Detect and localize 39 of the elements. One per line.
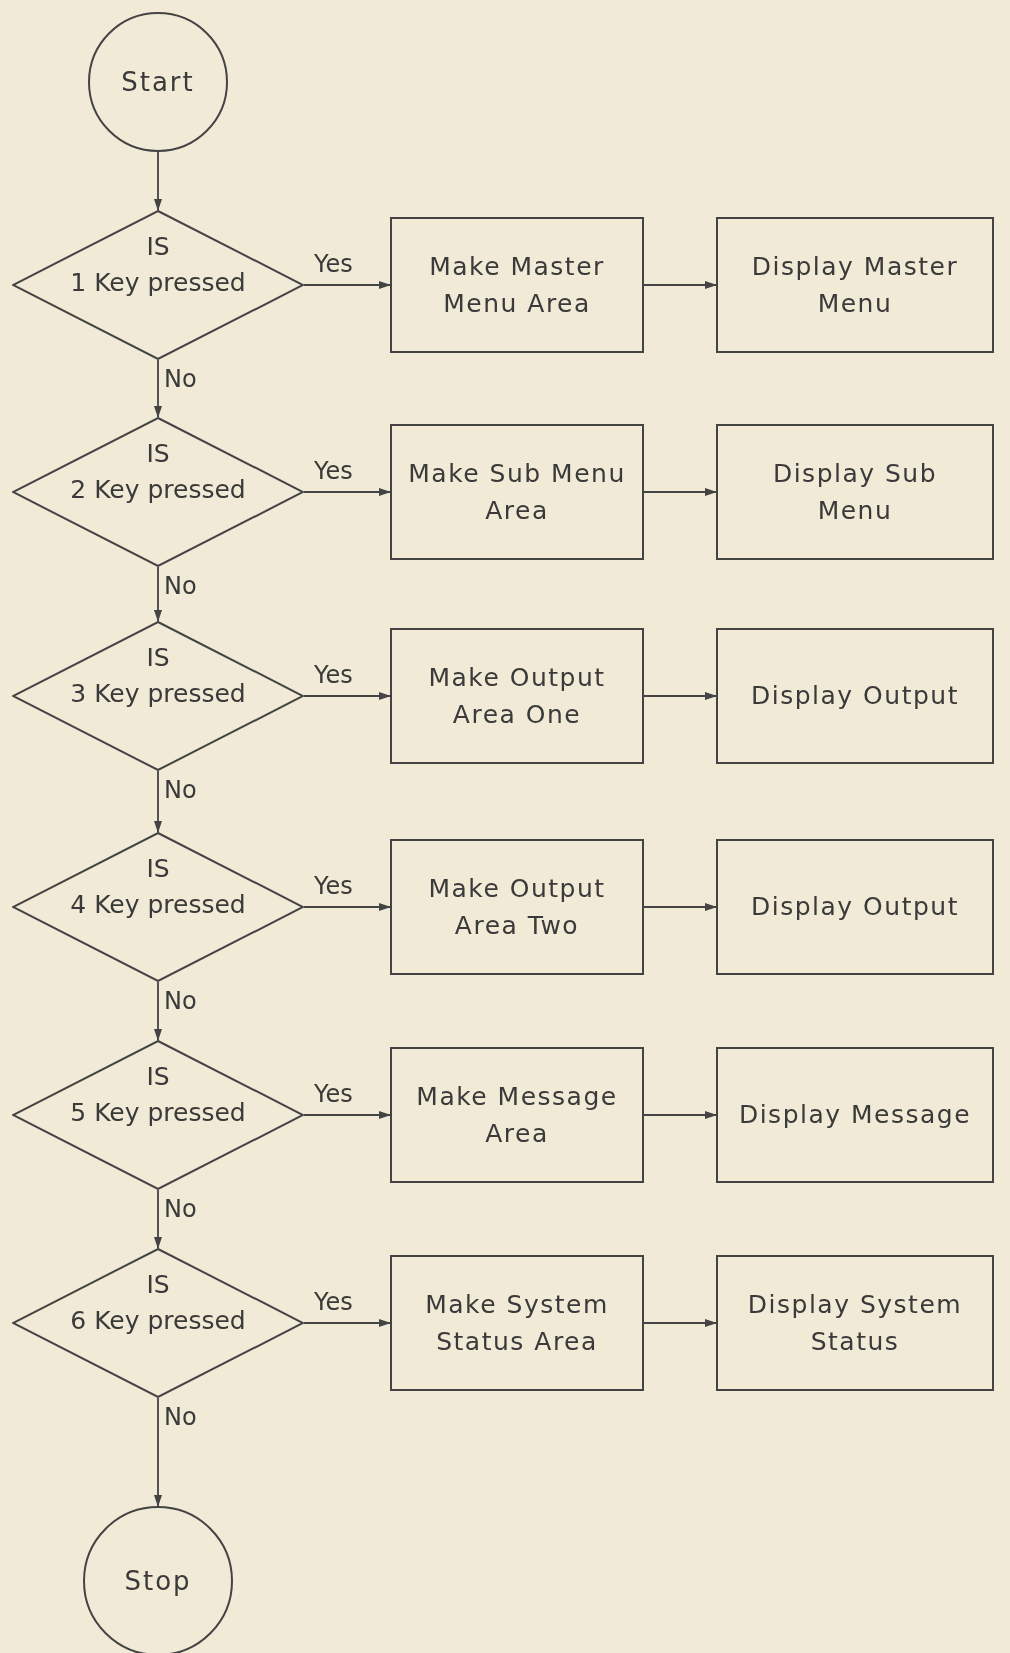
decision-diamond: IS 5 Key pressed (12, 1040, 304, 1190)
arrow (303, 1111, 391, 1119)
process-box: Make Output Area Two (390, 839, 644, 975)
arrow (303, 1319, 391, 1327)
arrow (154, 359, 162, 418)
process-box: Display Output (716, 628, 994, 764)
arrow (643, 1319, 717, 1327)
decision-diamond: IS 6 Key pressed (12, 1248, 304, 1398)
process-box: Display Sub Menu (716, 424, 994, 560)
arrow (154, 1397, 162, 1507)
decision-diamond: IS 1 Key pressed (12, 210, 304, 360)
process-box: Display Master Menu (716, 217, 994, 353)
process-box: Make Master Menu Area (390, 217, 644, 353)
terminal-circle: Start (88, 12, 228, 152)
decision-diamond: IS 2 Key pressed (12, 417, 304, 567)
arrow (643, 281, 717, 289)
arrow (303, 692, 391, 700)
arrow (154, 151, 162, 211)
arrow (643, 488, 717, 496)
process-box: Make Output Area One (390, 628, 644, 764)
process-box: Make System Status Area (390, 1255, 644, 1391)
decision-diamond: IS 3 Key pressed (12, 621, 304, 771)
arrow (154, 566, 162, 622)
arrow (303, 488, 391, 496)
arrow (643, 903, 717, 911)
process-box: Display Output (716, 839, 994, 975)
arrow (303, 903, 391, 911)
arrow (303, 281, 391, 289)
arrow (154, 770, 162, 833)
arrow (154, 981, 162, 1041)
decision-diamond: IS 4 Key pressed (12, 832, 304, 982)
process-box: Display System Status (716, 1255, 994, 1391)
process-box: Make Sub Menu Area (390, 424, 644, 560)
arrow (643, 692, 717, 700)
arrow (643, 1111, 717, 1119)
process-box: Make Message Area (390, 1047, 644, 1183)
arrow (154, 1189, 162, 1249)
process-box: Display Message (716, 1047, 994, 1183)
terminal-circle: Stop (83, 1506, 233, 1653)
